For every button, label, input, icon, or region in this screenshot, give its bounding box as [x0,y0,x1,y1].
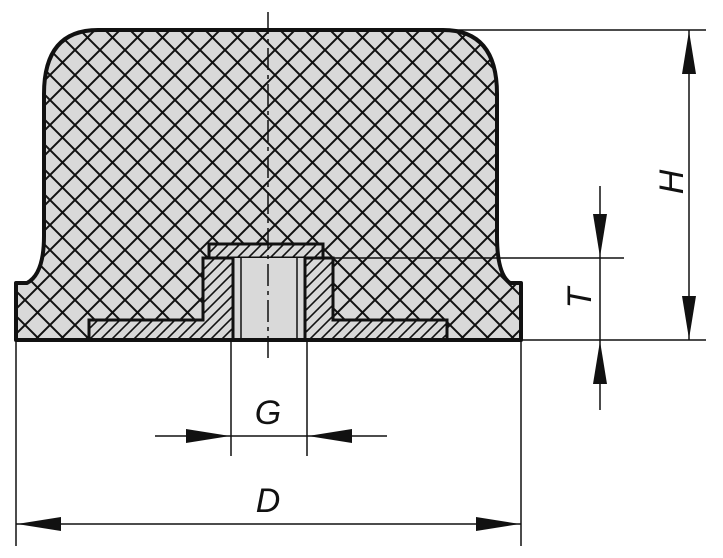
thread-label: G [255,394,281,432]
thread-depth-label: T [561,285,599,308]
height-dimension: H [443,29,706,341]
threaded-bore [233,258,305,340]
height-label: H [653,169,691,194]
thread-dimension: G [155,340,387,456]
diameter-dimension: D [15,340,522,546]
diameter-label: D [256,482,281,520]
insert-top-lip [207,242,325,260]
thread-depth-dimension: T [323,186,624,410]
